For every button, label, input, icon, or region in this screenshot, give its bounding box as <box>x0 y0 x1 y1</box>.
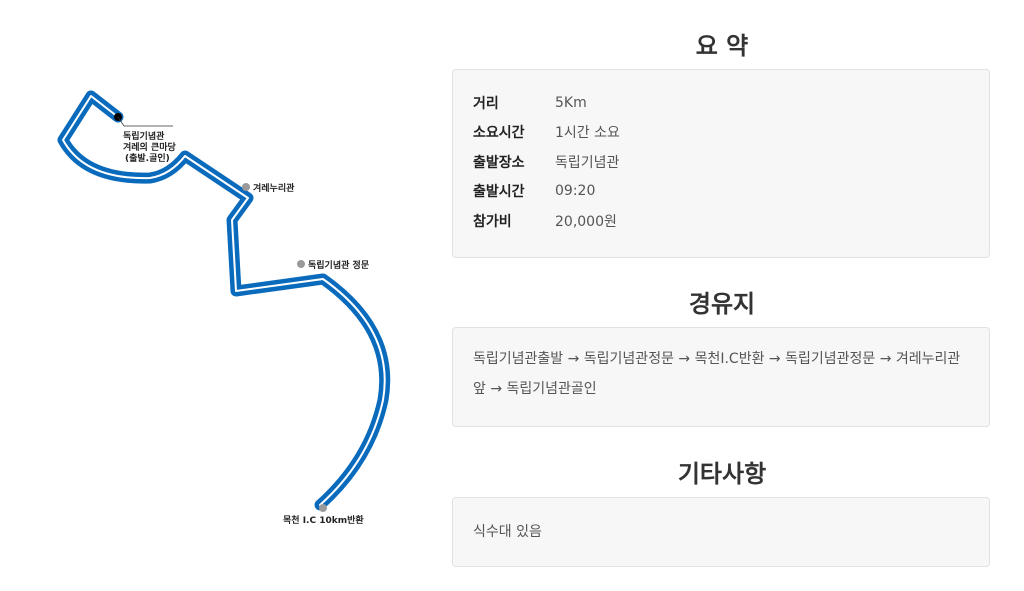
summary-key: 출발장소 <box>473 154 525 171</box>
notes-box: 식수대 있음 <box>452 497 990 567</box>
summary-key: 참가비 <box>473 213 512 230</box>
summary-value: 20,000원 <box>555 213 617 230</box>
poi-label: 겨레누리관 <box>253 182 295 194</box>
summary-row: 출발장소 독립기념관 <box>473 147 969 177</box>
summary-value: 5Km <box>555 94 587 111</box>
poi-label: 독립기념관 정문 <box>308 259 369 271</box>
poi-marker <box>319 504 327 512</box>
route-line <box>57 90 391 511</box>
summary-box: 거리 5Km 소요시간 1시간 소요 출발장소 독립기념관 출발시간 09:20 참가비… <box>452 69 990 258</box>
poi-label: 목천 I.C 10km반환 <box>283 514 364 526</box>
waypoints-text: 독립기념관출발 → 독립기념관정문 → 목천I.C반환 → 독립기념관정문 → … <box>473 351 961 397</box>
summary-key: 거리 <box>473 95 499 112</box>
waypoints-title: 경유지 <box>688 290 756 318</box>
course-map: 독립기념관 겨레의 큰마당 (출발.골인) 겨레누리관 독립기념관 정문 목천 … <box>57 90 391 526</box>
waypoints-box: 독립기념관출발 → 독립기념관정문 → 목천I.C반환 → 독립기념관정문 → … <box>452 327 990 427</box>
summary-value: 1시간 소요 <box>555 125 620 142</box>
notes-text: 식수대 있음 <box>473 524 542 540</box>
summary-value: 독립기념관 <box>555 154 620 171</box>
start-label: (출발.골인) <box>125 152 170 164</box>
summary-row: 소요시간 1시간 소요 <box>473 118 969 148</box>
summary-title: 요 약 <box>695 32 749 60</box>
summary-row: 거리 5Km <box>473 88 969 118</box>
summary-key: 소요시간 <box>473 125 525 142</box>
start-label: 겨레의 큰마당 <box>123 141 177 153</box>
summary-row: 출발시간 09:20 <box>473 177 969 207</box>
summary-row: 참가비 20,000원 <box>473 206 969 236</box>
poi-marker <box>297 260 305 268</box>
start-label: 독립기념관 <box>123 130 165 142</box>
summary-value: 09:20 <box>555 183 596 200</box>
notes-title: 기타사항 <box>677 460 767 488</box>
summary-key: 출발시간 <box>473 184 525 201</box>
poi-marker <box>242 183 250 191</box>
